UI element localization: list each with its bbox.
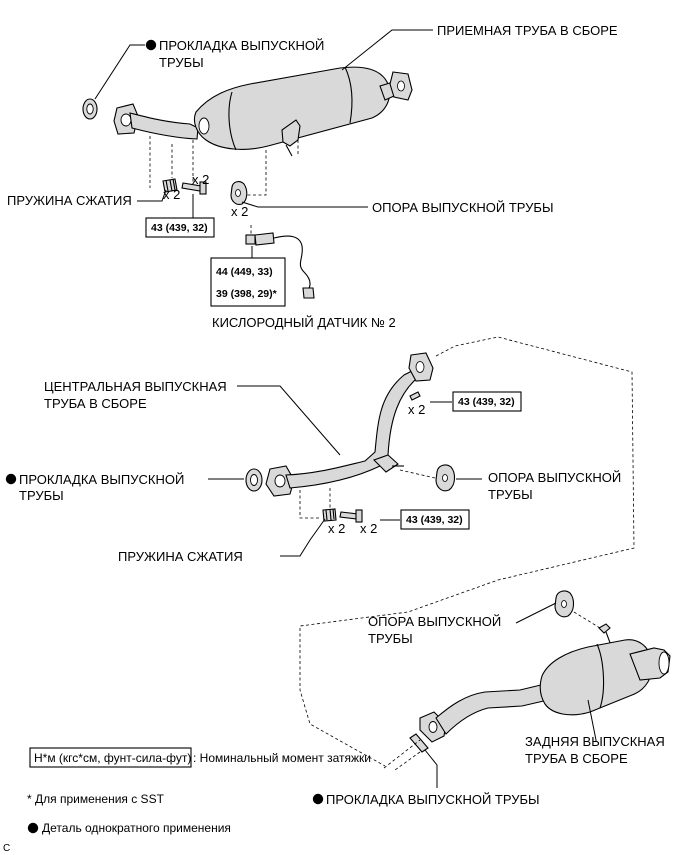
callout-support-top: ОПОРА ВЫПУСКНОЙ ТРУБЫ <box>372 200 553 215</box>
callout-support-mid-2: ТРУБЫ <box>488 487 533 502</box>
support-top-part <box>230 181 248 205</box>
torque-box-mid-rear: 43 (439, 32) <box>452 391 522 412</box>
support-bot-part <box>554 590 575 618</box>
bolt-mid-part <box>339 509 363 523</box>
torque-box-mid: 43 (439, 32) <box>400 509 470 530</box>
callout-support-bot: ОПОРА ВЫПУСКНОЙ <box>368 614 501 629</box>
front-pipe-assembly <box>82 66 413 299</box>
callout-gasket-mid-2: ТРУБЫ <box>19 488 64 503</box>
torque-value-mid: 43 (439, 32) <box>406 514 463 526</box>
front-pipe-converter <box>193 66 391 150</box>
legend-sst-note: * Для применения с SST <box>27 792 165 806</box>
callout-tail-pipe: ЗАДНЯЯ ВЫПУСКНАЯ <box>525 734 665 749</box>
callout-tail-pipe-2: ТРУБА В СБОРЕ <box>525 751 628 766</box>
callout-gasket-bot: ПРОКЛАДКА ВЫПУСКНОЙ ТРУБЫ <box>326 792 540 807</box>
mult-bolt-rear: x 2 <box>408 402 425 417</box>
gasket-top-part <box>82 98 98 120</box>
torque-box-o2: 44 (449, 33) 39 (398, 29)* <box>210 257 286 307</box>
callout-support-mid: ОПОРА ВЫПУСКНОЙ <box>488 470 621 485</box>
callout-spring-mid: ПРУЖИНА СЖАТИЯ <box>118 549 243 564</box>
spring-mid-part <box>322 508 337 522</box>
gasket-mid-part <box>245 468 263 492</box>
center-pipe-assembly <box>245 352 456 523</box>
gasket-bot-part <box>409 733 429 753</box>
legend-unit-box-text: Н*м (кгс*см, фунт-сила-фут) <box>34 751 191 765</box>
bolt-top-part <box>181 181 207 195</box>
legend-unit-box <box>29 747 192 768</box>
callout-o2-sensor: КИСЛОРОДНЫЙ ДАТЧИК № 2 <box>212 315 396 330</box>
callout-center-pipe-2: ТРУБА В СБОРЕ <box>44 396 147 411</box>
legend-unit-desc: : Номинальный момент затяжки <box>193 751 371 765</box>
callout-gasket-top: ПРОКЛАДКА ВЫПУСКНОЙ <box>159 38 324 53</box>
torque-value-top: 43 (439, 32) <box>151 222 208 234</box>
spring-top-part <box>162 178 178 193</box>
corner-code: C <box>3 843 10 854</box>
tail-pipe-muffler <box>539 639 653 716</box>
callout-support-bot-2: ТРУБЫ <box>368 631 413 646</box>
legend: Н*м (кгс*см, фунт-сила-фут) : Номинальны… <box>27 747 371 835</box>
torque-box-top: 43 (439, 32) <box>145 217 215 238</box>
mult-bolt-mid: x 2 <box>360 521 377 536</box>
o2-sensor-part <box>245 232 315 299</box>
torque-value-o2-a: 44 (449, 33) <box>216 266 273 278</box>
torque-value-mid-rear: 43 (439, 32) <box>458 396 515 408</box>
callout-gasket-top-2: ТРУБЫ <box>159 55 204 70</box>
single-use-dot-icon <box>27 822 39 834</box>
callout-spring-top: ПРУЖИНА СЖАТИЯ <box>7 193 132 208</box>
bolt-rear-part <box>409 391 421 401</box>
mult-support-top: x 2 <box>231 204 248 219</box>
support-mid-part <box>435 464 456 492</box>
callout-gasket-mid: ПРОКЛАДКА ВЫПУСКНОЙ <box>19 472 184 487</box>
callout-center-pipe: ЦЕНТРАЛЬНАЯ ВЫПУСКНАЯ <box>44 379 227 394</box>
mult-spring-mid: x 2 <box>328 521 345 536</box>
torque-value-o2-b: 39 (398, 29)* <box>216 288 278 300</box>
legend-single-use: Деталь однократного применения <box>42 821 231 835</box>
mult-spring-top: x 2 <box>163 187 180 202</box>
callout-front-pipe: ПРИЕМНАЯ ТРУБА В СБОРЕ <box>437 23 618 38</box>
mult-bolt-top: x 2 <box>192 172 209 187</box>
tail-pipe-assembly <box>409 590 671 753</box>
